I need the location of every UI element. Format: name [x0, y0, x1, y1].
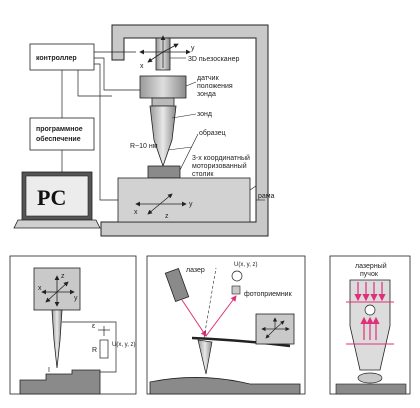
software-box: [29, 117, 95, 151]
cantilever: [191, 336, 291, 348]
sensor-label-1: датчик: [197, 75, 220, 82]
photodetector-label: фотоприемник: [244, 291, 293, 298]
sample-label: образец: [199, 129, 226, 137]
frame: [100, 24, 269, 237]
stm-axis-z: z: [61, 273, 65, 280]
stm-axis-y: y: [74, 295, 78, 302]
stage-axis-y: y: [189, 201, 193, 208]
panel-stm: z x y ε R U(x, y, z) I: [9, 255, 137, 395]
radius-label: R~10 нм: [130, 143, 158, 150]
photodetector: [231, 285, 241, 295]
laser-beam-label-1: лазерный: [355, 262, 387, 270]
optical-detector-icon: [364, 304, 376, 316]
probe-tip: [149, 105, 177, 168]
pc-label: PC: [37, 185, 66, 210]
stm-u-label: U(x, y, z): [112, 342, 136, 348]
laser-source: [164, 267, 190, 303]
afm-tip: [197, 339, 213, 375]
axis-x-label: x: [140, 63, 144, 70]
frame-label: рама: [258, 193, 275, 200]
sample: [147, 165, 181, 179]
stm-resistor: R: [92, 347, 97, 354]
afm-sample: [149, 377, 301, 395]
software-label-1: программное: [36, 126, 83, 133]
optical-sample-spot: [357, 372, 383, 384]
probe-label: зонд: [197, 111, 212, 118]
stm-epsilon: ε: [92, 323, 95, 330]
photodetector-u-label: U(x, y, z): [234, 262, 258, 268]
axis-y-label: y: [191, 45, 195, 52]
controller-label: контроллер: [36, 55, 77, 62]
afm-setup: y x y x z 3D пьезосканер д: [13, 24, 275, 237]
software-label-2: обеспечение: [36, 135, 81, 143]
stage-axis-x: x: [134, 209, 138, 216]
panel-afm-laser: лазер U(x, y, z) фотоприемник: [146, 255, 306, 395]
sensor-label-2: положения: [197, 83, 233, 90]
afm-axes-icon: [261, 317, 290, 339]
stm-tip: [51, 309, 63, 369]
stage-label-3: столик: [192, 171, 214, 178]
scanner-axes-icon: [139, 35, 191, 68]
stage-label-1: 3-х координатный: [192, 154, 250, 162]
stage-axis-z: z: [165, 213, 169, 220]
stm-axis-x: x: [38, 285, 42, 292]
sensor-label-3: зонда: [197, 91, 216, 98]
laser-beam-label-2: пучок: [360, 271, 379, 278]
controller-box: [29, 43, 95, 71]
stm-axes-icon: [41, 275, 75, 307]
stage-label-2: моторизованный: [192, 162, 247, 170]
stm-circuit: [62, 321, 117, 373]
optical-beams: [354, 282, 386, 340]
stage-axes-icon: [135, 193, 187, 215]
scanner-label: 3D пьезосканер: [188, 56, 239, 63]
panel-optical: лазерный пучок: [329, 255, 411, 395]
wires: [61, 51, 140, 201]
pc-computer: PC: [13, 171, 101, 229]
position-sensor: [139, 75, 187, 99]
laser-beams: [181, 295, 237, 337]
motorized-stage: [117, 177, 251, 223]
optical-sample: [335, 383, 407, 395]
stm-sample: [19, 369, 101, 395]
stm-current: I: [48, 367, 50, 374]
laser-label: лазер: [186, 267, 205, 274]
